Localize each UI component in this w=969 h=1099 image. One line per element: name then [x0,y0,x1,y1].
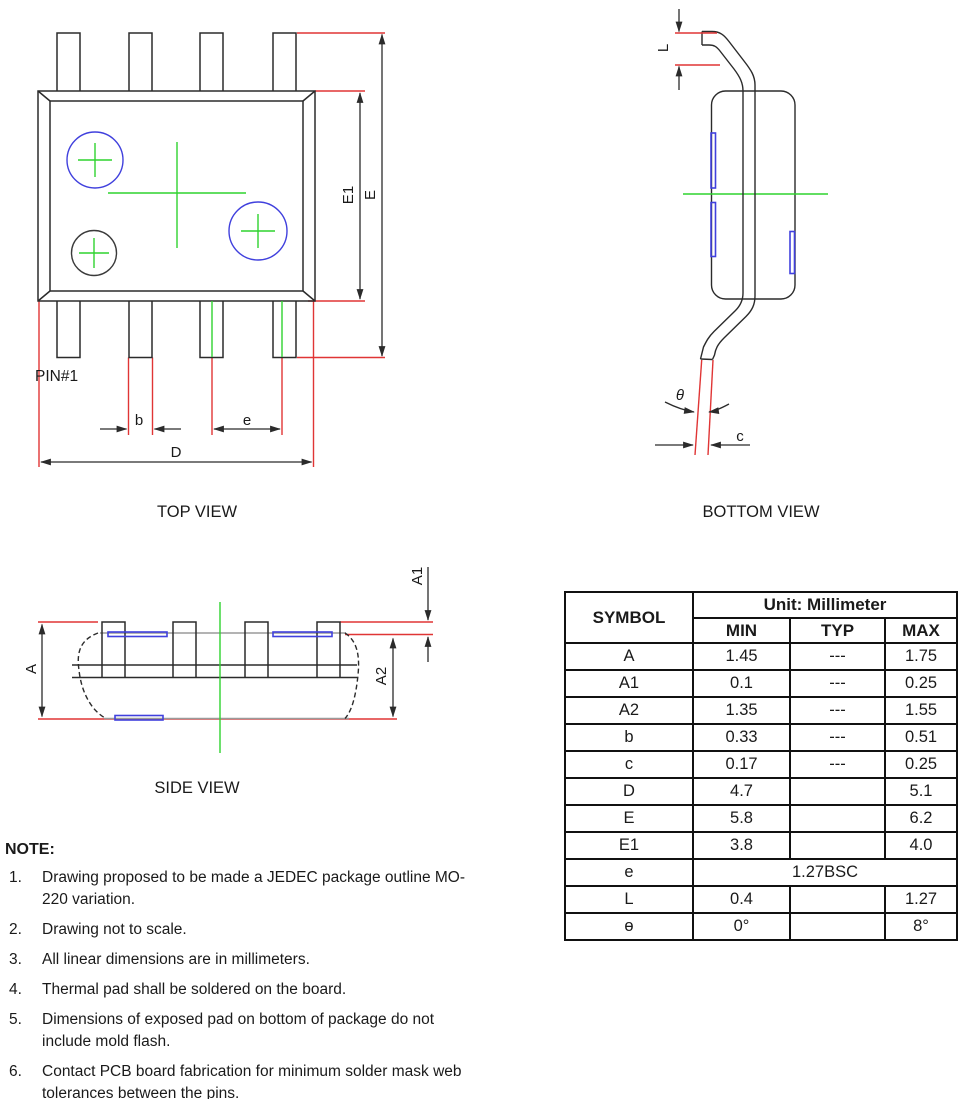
note-number: 5. [9,1011,22,1028]
top-view-red-extension-lines [38,32,385,467]
unit-header: Unit: Millimeter [691,591,959,619]
table-row: L 0.4 1.27 [564,885,959,914]
symbol-cell: A1 [564,669,694,698]
table-row: A2 1.35 --- 1.55 [564,696,959,725]
bottom-view-caption: BOTTOM VIEW [702,503,819,521]
col-header-typ: TYP [789,617,886,644]
dim-label-E1: E1 [340,186,357,204]
table-row: b 0.33 --- 0.51 [564,723,959,752]
side-view-drawing: A A1 A2 SIDE VIEW [23,567,433,797]
note-item: 3. All linear dimensions are in millimet… [5,949,521,971]
symbol-cell: b [564,723,694,752]
note-text: All linear dimensions are in millimeters… [42,951,310,968]
pad-circle-mid-right [228,201,288,261]
col-header-min: MIN [692,617,791,644]
note-text: Drawing proposed to be made a JEDEC pack… [42,869,466,908]
bottom-view-edge-pads [710,132,796,275]
dim-label-L: L [655,44,672,52]
note-number: 6. [9,1063,22,1080]
top-view-dimension-lines [40,33,386,466]
symbol-cell: E [564,804,694,833]
top-view-caption: TOP VIEW [157,503,238,521]
side-view-caption: SIDE VIEW [154,779,240,797]
table-row: ɵ 0° 8° [564,912,959,941]
top-view-marker-circles [66,131,288,277]
note-text: Dimensions of exposed pad on bottom of p… [42,1011,435,1050]
side-view-pins [101,621,341,678]
note-item: 4. Thermal pad shall be soldered on the … [5,979,521,1001]
package-body-bottom-view [710,90,796,300]
dimension-table-container: SYMBOL Unit: Millimeter MIN TYP MAX A 1.… [564,591,959,941]
notes-section: NOTE: 1. Drawing proposed to be made a J… [5,841,521,1099]
note-item: 6. Contact PCB board fabrication for min… [5,1061,521,1099]
note-item: 2. Drawing not to scale. [5,919,521,941]
note-number: 3. [9,951,22,968]
package-body-top [37,90,316,302]
dim-label-e: e [243,412,251,429]
lead-profile [699,30,756,361]
note-item: 1. Drawing proposed to be made a JEDEC p… [5,867,521,911]
dim-label-E: E [362,190,379,200]
side-view-dimension-lines [38,567,432,718]
dim-label-A2: A2 [373,667,390,685]
pad-circle-top-left [66,131,124,189]
symbol-cell: e [564,858,694,887]
note-number: 4. [9,981,22,998]
side-view-pads [107,631,333,721]
note-text: Contact PCB board fabrication for minimu… [42,1063,462,1099]
top-view-centerlines [108,142,283,357]
bottom-view-drawing: L θ c BOTTOM VIEW [655,9,828,521]
dim-label-b: b [135,412,143,429]
symbol-cell: c [564,750,694,779]
symbol-cell: ɵ [564,912,694,941]
notes-title: NOTE: [5,841,55,858]
table-row: c 0.17 --- 0.25 [564,750,959,779]
package-body-side [72,632,360,720]
circle-crosshairs [78,143,275,268]
pin1-index-circle [70,229,118,277]
col-header-max: MAX [883,617,959,644]
bottom-view-red-lines [675,32,720,456]
symbol-cell: A2 [564,696,694,725]
note-text: Drawing not to scale. [42,921,187,938]
symbol-cell: D [564,777,694,806]
merged-value-cell: 1.27BSC [691,858,959,887]
dim-label-D: D [171,444,182,461]
table-row: A 1.45 --- 1.75 [564,642,959,671]
table-row: A1 0.1 --- 0.25 [564,669,959,698]
note-text: Thermal pad shall be soldered on the boa… [42,981,347,998]
table-row: D 4.7 5.1 [564,777,959,806]
bottom-view-dimension-lines [655,9,750,449]
dim-label-c: c [736,428,744,445]
top-view-drawing: E1 E b e D PIN#1 TOP VIEW [35,32,386,521]
dim-label-A1: A1 [409,567,426,585]
note-item: 5. Dimensions of exposed pad on bottom o… [5,1009,521,1053]
table-row: E1 3.8 4.0 [564,831,959,860]
note-number: 2. [9,921,22,938]
table-row: E 5.8 6.2 [564,804,959,833]
pin1-label: PIN#1 [35,368,78,385]
dimension-table: SYMBOL Unit: Millimeter MIN TYP MAX A 1.… [564,591,959,941]
table-row: e 1.27BSC [564,858,959,887]
note-number: 1. [9,869,22,886]
dim-label-theta: θ [676,387,684,404]
symbol-cell: A [564,642,694,671]
symbol-cell: E1 [564,831,694,860]
symbol-header: SYMBOL [564,591,694,644]
symbol-cell: L [564,885,694,914]
dim-label-A: A [23,664,40,674]
top-view-pins [56,32,297,359]
